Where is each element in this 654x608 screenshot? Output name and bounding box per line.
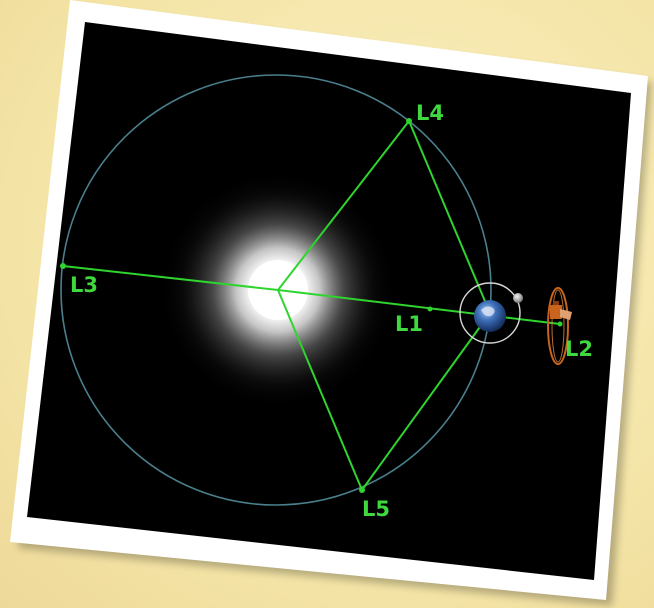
moon-orbit — [459, 282, 521, 344]
l3-point — [60, 263, 66, 269]
l4-point — [406, 118, 412, 124]
moon-icon — [513, 293, 523, 303]
l2-halo-orbit — [547, 287, 569, 365]
lagrange-lines — [62, 120, 561, 491]
earth-icon — [474, 300, 506, 332]
spacecraft-icon — [550, 301, 572, 320]
l1-point — [427, 306, 433, 312]
label-l5: L5 — [362, 497, 390, 521]
l2-point — [557, 321, 563, 327]
label-l2: L2 — [565, 337, 593, 361]
l5-point — [359, 487, 365, 493]
label-l3: L3 — [70, 273, 98, 297]
earth-orbit — [60, 74, 492, 506]
label-l4: L4 — [416, 101, 444, 125]
lagrange-points — [60, 118, 563, 493]
label-l1: L1 — [395, 312, 423, 336]
